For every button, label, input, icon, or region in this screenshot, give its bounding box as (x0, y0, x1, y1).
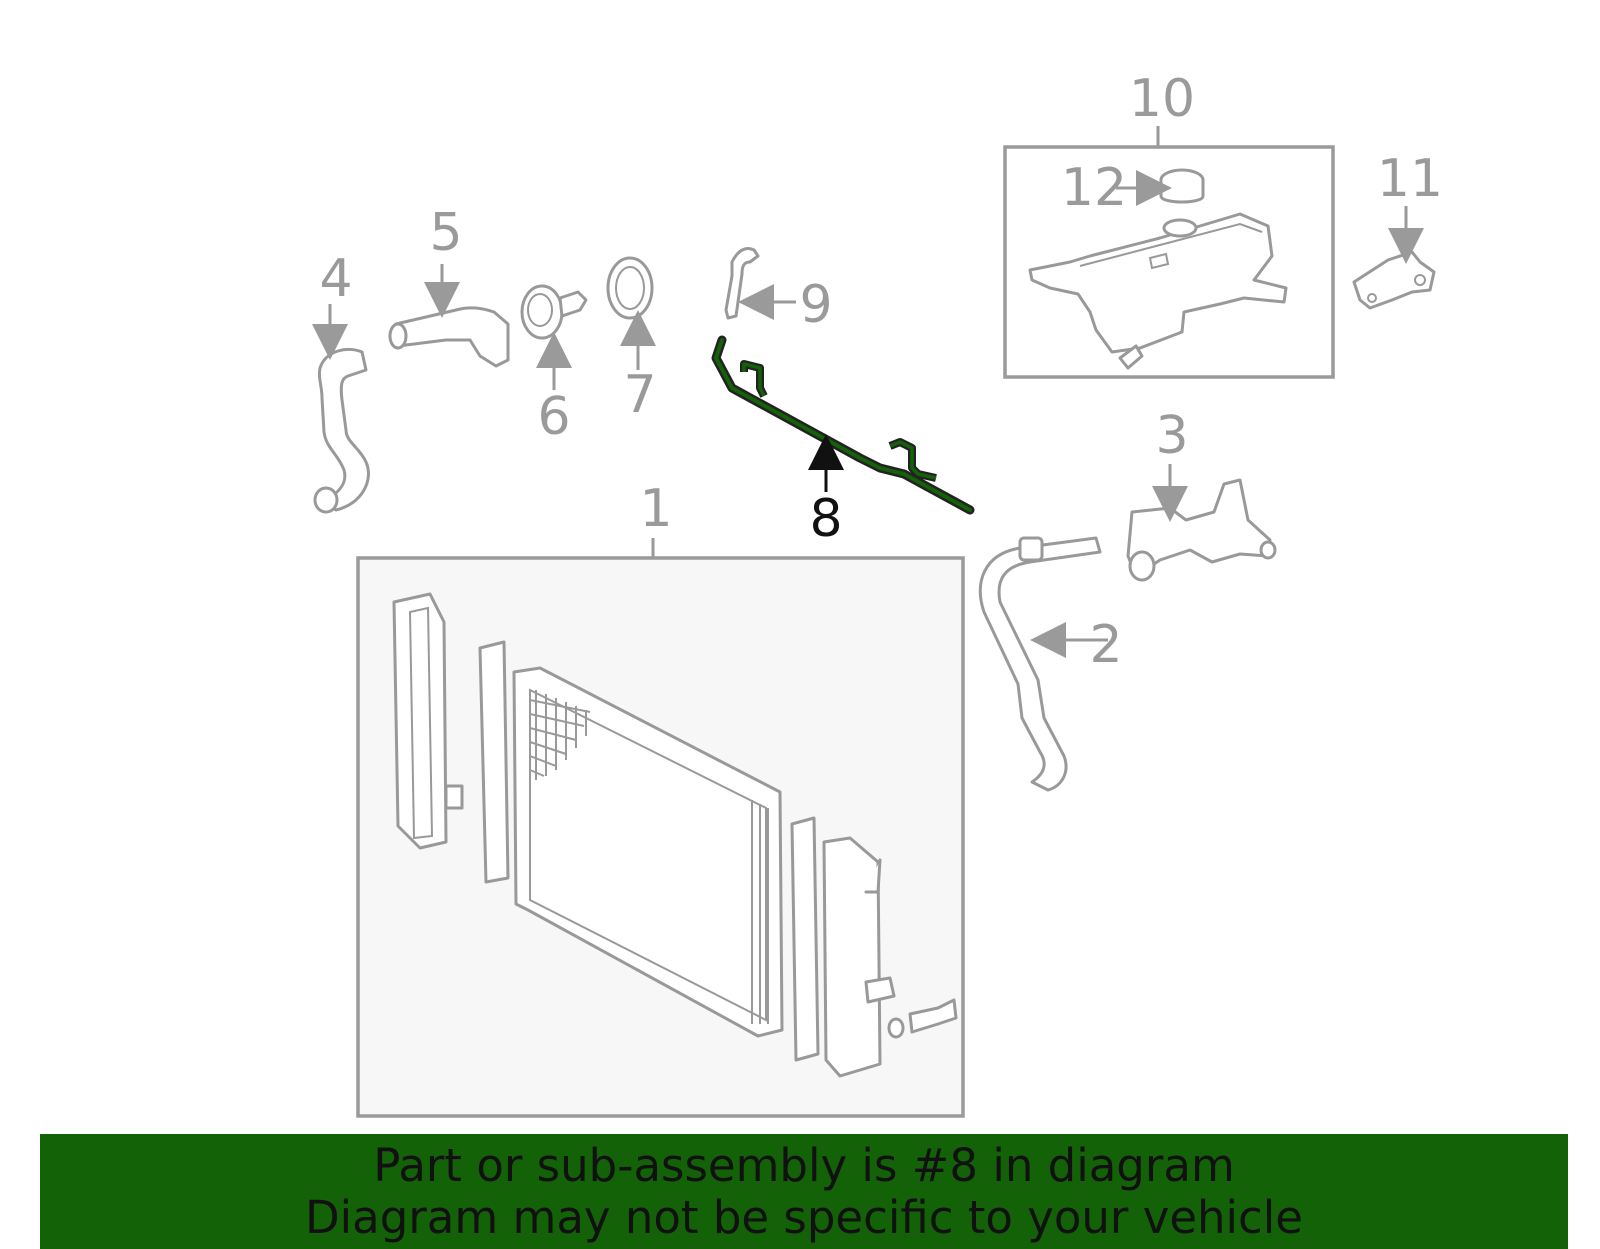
callout-5: 5 (429, 203, 462, 263)
lower-radiator-hose (978, 536, 1102, 792)
highlighted-part-8-tube (711, 335, 975, 515)
reservoir-bracket (1352, 250, 1436, 310)
callout-12: 12 (1061, 158, 1127, 218)
thermostat-gasket (606, 256, 654, 320)
radiator-right-seal (790, 816, 820, 1062)
water-inlet-pipe (388, 306, 510, 368)
water-outlet-housing (1126, 478, 1277, 582)
callout-9: 9 (799, 275, 832, 335)
callout-2: 2 (1089, 615, 1122, 675)
drain-plug (908, 998, 958, 1034)
thermostat (520, 284, 588, 340)
radiator-left-seal (478, 640, 510, 884)
callout-8: 8 (809, 489, 842, 549)
upper-radiator-hose (313, 347, 370, 514)
reservoir-assembly-group (1003, 126, 1335, 379)
banner-line-1: Part or sub-assembly is #8 in diagram (373, 1138, 1235, 1192)
radiator-left-tank (392, 592, 448, 850)
radiator-right-tank (822, 836, 882, 1078)
drain-plug-oring (887, 1017, 905, 1039)
callout-leaders (312, 170, 1424, 658)
banner-line-2: Diagram may not be specific to your vehi… (305, 1190, 1303, 1244)
bypass-hose (724, 247, 760, 320)
callout-4: 4 (319, 249, 352, 309)
info-banner: Part or sub-assembly is #8 in diagram Di… (40, 1134, 1568, 1249)
callout-11: 11 (1377, 149, 1443, 209)
reservoir-box (1003, 145, 1335, 379)
parts-diagram: 1 2 3 4 5 6 7 8 9 10 11 12 (312, 69, 1443, 1118)
radiator-assembly-group (356, 538, 965, 1118)
radiator-core (512, 666, 784, 1038)
callout-1: 1 (639, 479, 672, 539)
callout-6: 6 (537, 387, 570, 447)
callout-7: 7 (623, 365, 656, 425)
radiator-core-fins (529, 690, 769, 1024)
callout-10: 10 (1129, 69, 1195, 129)
callout-3: 3 (1155, 406, 1188, 466)
coolant-reservoir-tank (1028, 212, 1288, 354)
